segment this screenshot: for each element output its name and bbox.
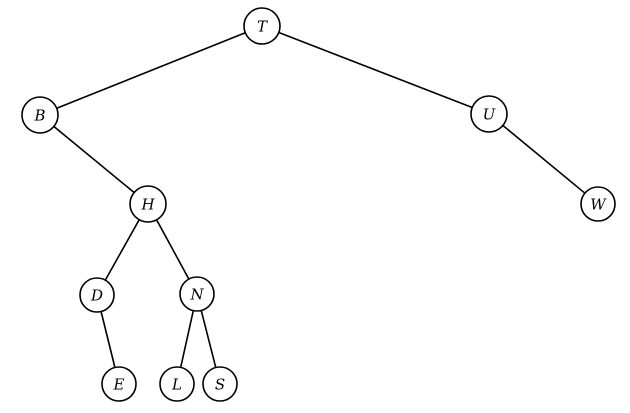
node-circle-l bbox=[159, 366, 195, 402]
tree-node-h[interactable]: H bbox=[129, 185, 167, 223]
tree-node-w[interactable]: W bbox=[580, 186, 616, 222]
tree-edge-t-u bbox=[277, 31, 474, 109]
tree-edge-n-s bbox=[200, 309, 217, 369]
node-circle-w bbox=[580, 186, 616, 222]
nodes-layer: T B U H W D N E L S bbox=[21, 7, 616, 402]
node-label-e: E bbox=[113, 376, 125, 394]
tree-node-l[interactable]: L bbox=[159, 366, 195, 402]
tree-node-u[interactable]: U bbox=[470, 95, 508, 133]
node-circle-t bbox=[243, 7, 281, 45]
tree-edge-n-l bbox=[179, 309, 195, 369]
node-label-u: U bbox=[483, 106, 497, 124]
tree-edge-t-b bbox=[55, 31, 247, 110]
node-circle-u bbox=[470, 95, 508, 133]
tree-edge-d-e bbox=[100, 310, 116, 369]
tree-node-e[interactable]: E bbox=[101, 366, 137, 402]
tree-edge-u-w bbox=[502, 124, 586, 194]
node-circle-e bbox=[101, 366, 137, 402]
node-circle-s bbox=[202, 366, 238, 402]
tree-edge-h-n bbox=[155, 219, 190, 280]
edges-layer bbox=[53, 31, 586, 369]
node-label-h: H bbox=[140, 196, 155, 214]
node-label-n: N bbox=[189, 286, 204, 304]
tree-node-b[interactable]: B bbox=[21, 96, 59, 134]
tree-node-d[interactable]: D bbox=[79, 277, 115, 313]
node-label-t: T bbox=[257, 18, 268, 36]
node-label-b: B bbox=[33, 107, 45, 125]
node-circle-b bbox=[21, 96, 59, 134]
node-circle-n bbox=[179, 276, 215, 312]
node-circle-d bbox=[79, 277, 115, 313]
tree-node-t[interactable]: T bbox=[243, 7, 281, 45]
tree-edge-h-d bbox=[104, 218, 140, 281]
tree-node-n[interactable]: N bbox=[179, 276, 215, 312]
node-circle-h bbox=[129, 185, 167, 223]
tree-node-s[interactable]: S bbox=[202, 366, 238, 402]
node-label-l: L bbox=[171, 376, 182, 394]
node-label-d: D bbox=[90, 287, 103, 305]
node-label-w: W bbox=[590, 196, 607, 214]
node-label-s: S bbox=[215, 376, 225, 394]
tree-edge-b-h bbox=[53, 125, 135, 194]
